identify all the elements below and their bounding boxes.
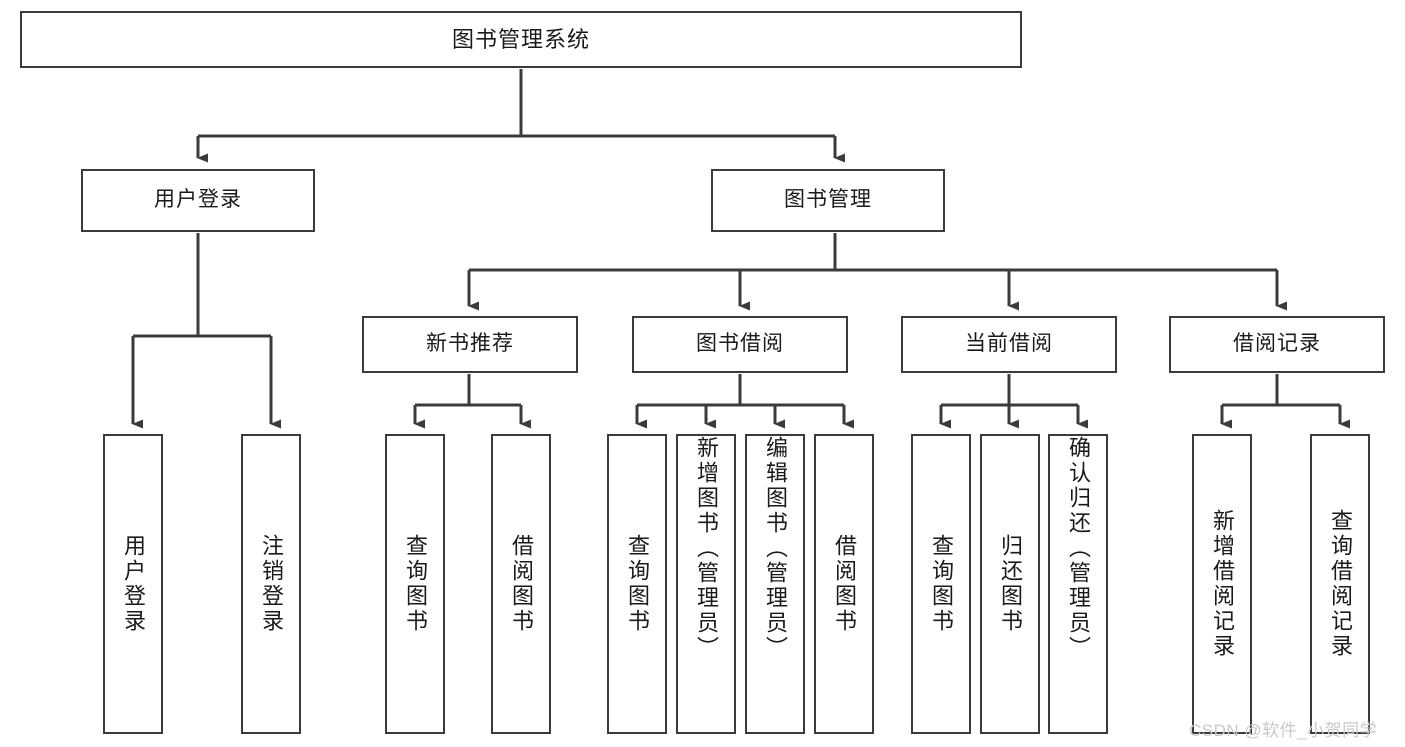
node-label: 查询图书	[403, 534, 428, 634]
leaf-current-borrow-query-book[interactable]: 查询图书	[911, 434, 971, 734]
node-label: 借阅图书	[509, 534, 534, 634]
leaf-new-book-borrow-book[interactable]: 借阅图书	[491, 434, 551, 734]
node-label: 查询图书	[929, 534, 954, 634]
node-label: 借阅图书	[832, 534, 857, 634]
node-label: 新增图书（管理员）	[694, 436, 719, 661]
leaf-current-borrow-return-book[interactable]: 归还图书	[980, 434, 1040, 734]
leaf-current-borrow-confirm-return-admin[interactable]: 确认归还（管理员）	[1048, 434, 1108, 734]
node-book-management[interactable]: 图书管理	[711, 169, 945, 232]
leaf-user-login[interactable]: 用户登录	[103, 434, 163, 734]
node-new-book-recommend[interactable]: 新书推荐	[362, 316, 578, 373]
node-label: 查询图书	[625, 534, 650, 634]
node-label: 用户登录	[154, 188, 242, 212]
node-label: 借阅记录	[1233, 332, 1321, 356]
node-label: 新增借阅记录	[1210, 509, 1235, 659]
leaf-logout-login[interactable]: 注销登录	[241, 434, 301, 734]
node-label: 查询借阅记录	[1328, 509, 1353, 659]
node-current-borrow[interactable]: 当前借阅	[901, 316, 1117, 373]
leaf-borrow-record-add-record[interactable]: 新增借阅记录	[1192, 434, 1252, 734]
node-book-borrow[interactable]: 图书借阅	[632, 316, 848, 373]
leaf-book-borrow-query-book[interactable]: 查询图书	[607, 434, 667, 734]
leaf-book-borrow-add-book-admin[interactable]: 新增图书（管理员）	[676, 434, 736, 734]
node-label: 用户登录	[121, 534, 146, 634]
leaf-new-book-query-book[interactable]: 查询图书	[385, 434, 445, 734]
node-borrow-record[interactable]: 借阅记录	[1169, 316, 1385, 373]
node-label: 图书管理系统	[451, 26, 590, 52]
node-label: 图书管理	[784, 188, 872, 212]
node-root-book-management-system[interactable]: 图书管理系统	[20, 11, 1022, 68]
leaf-borrow-record-query-record[interactable]: 查询借阅记录	[1310, 434, 1370, 734]
leaf-book-borrow-borrow-book[interactable]: 借阅图书	[814, 434, 874, 734]
node-label: 注销登录	[259, 534, 284, 634]
leaf-book-borrow-edit-book-admin[interactable]: 编辑图书（管理员）	[745, 434, 805, 734]
node-label: 图书借阅	[696, 332, 784, 356]
node-label: 编辑图书（管理员）	[763, 436, 788, 661]
node-label: 新书推荐	[426, 332, 514, 356]
node-label: 确认归还（管理员）	[1066, 436, 1091, 661]
node-label: 当前借阅	[965, 332, 1053, 356]
node-user-login[interactable]: 用户登录	[81, 169, 315, 232]
node-label: 归还图书	[998, 534, 1023, 634]
